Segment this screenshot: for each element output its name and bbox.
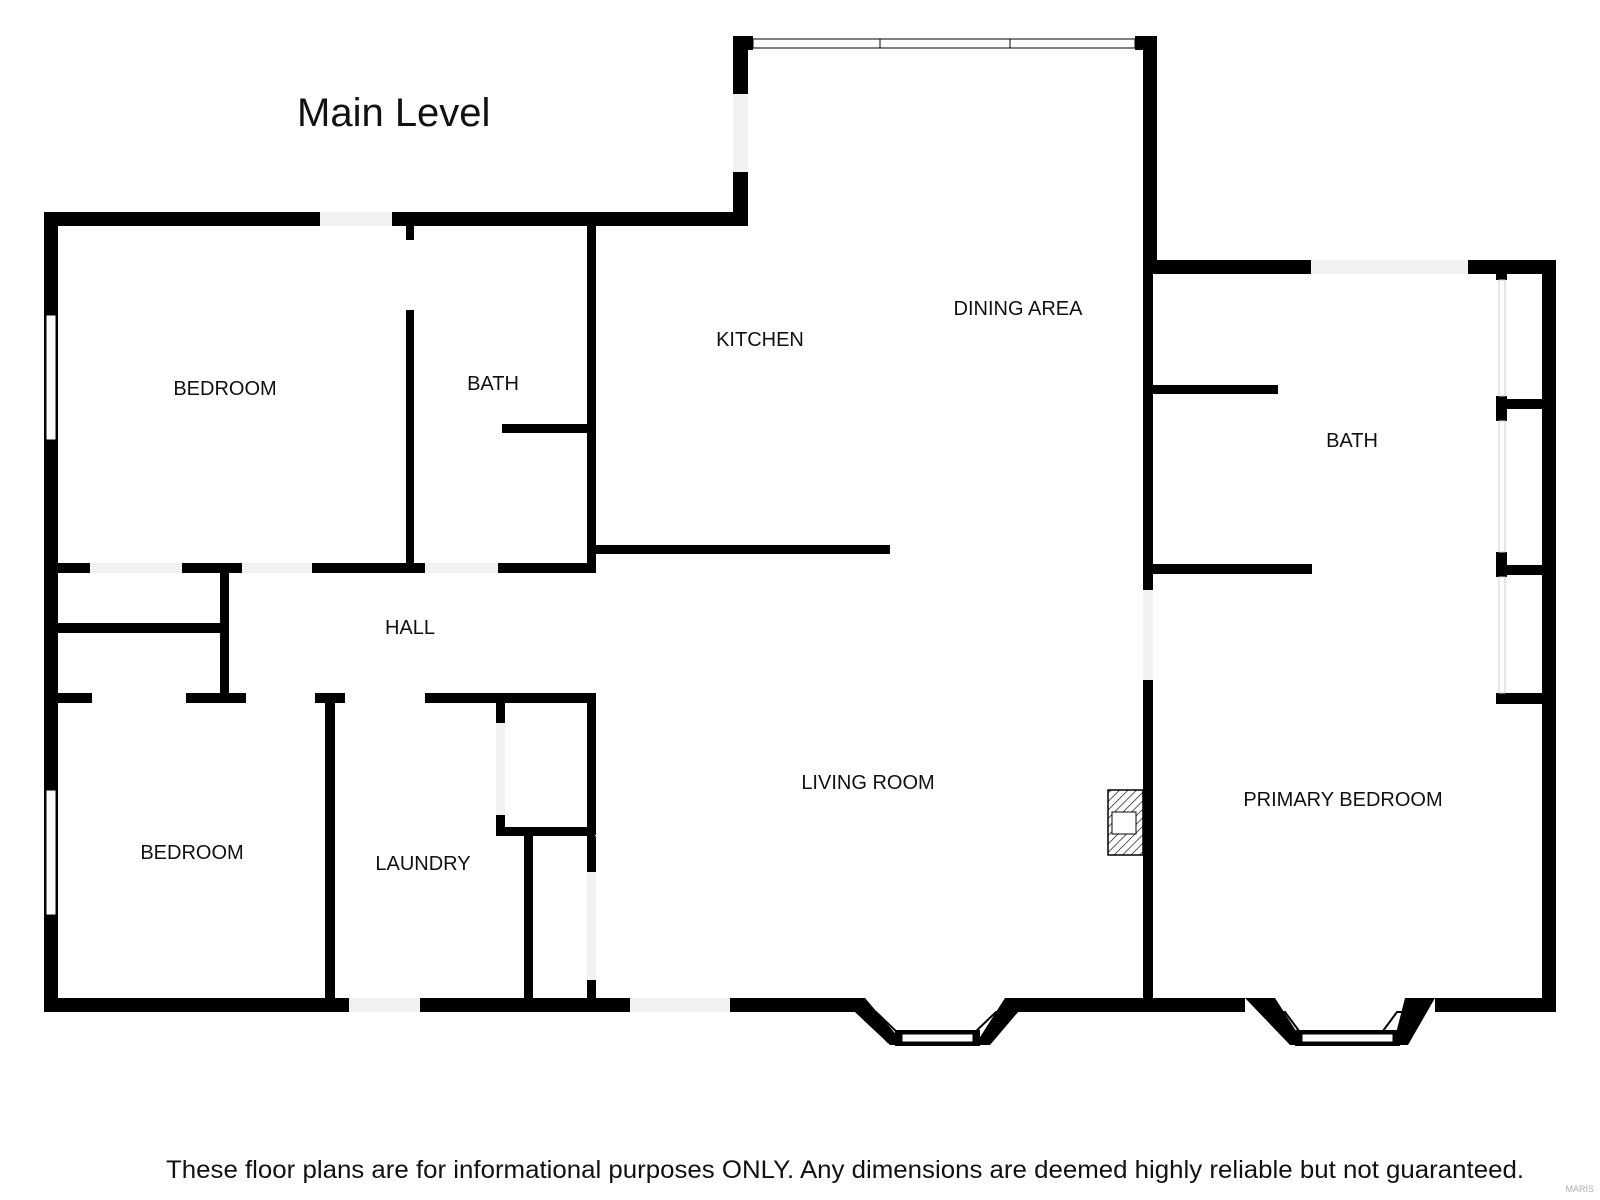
- watermark: MARIS: [1565, 1184, 1594, 1194]
- room-label-laundry: LAUNDRY: [375, 853, 470, 875]
- room-label-living-room: LIVING ROOM: [801, 772, 934, 794]
- room-label-bath-1: BATH: [467, 373, 519, 395]
- room-label-primary-bedroom: PRIMARY BEDROOM: [1243, 789, 1442, 811]
- room-label-kitchen: KITCHEN: [716, 329, 804, 351]
- plan-title: Main Level: [297, 91, 490, 135]
- room-label-hall: HALL: [385, 617, 435, 639]
- fireplace: [1107, 789, 1144, 856]
- room-label-bedroom-1: BEDROOM: [173, 378, 276, 400]
- bay-window-primary-bedroom: [1245, 998, 1435, 1046]
- windows: [45, 38, 1506, 916]
- room-label-bath-2: BATH: [1326, 430, 1378, 452]
- disclaimer: These floor plans are for informational …: [166, 1156, 1524, 1184]
- room-label-dining-area: DINING AREA: [954, 298, 1084, 320]
- room-label-bedroom-2: BEDROOM: [140, 842, 243, 864]
- walls: [44, 36, 1556, 1012]
- bay-window-living-room: [840, 998, 1030, 1046]
- wall-openings: [90, 94, 1468, 1012]
